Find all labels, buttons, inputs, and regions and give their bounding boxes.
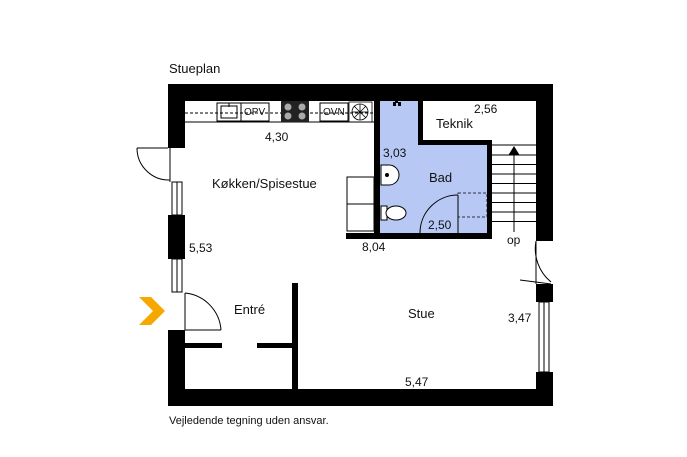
label-oven: OVN — [323, 107, 345, 118]
stairs-label: op — [507, 233, 521, 247]
room-label-living: Stue — [408, 306, 435, 321]
dim-technical-width: 2,56 — [474, 102, 498, 116]
stairs-arrow-icon — [508, 146, 520, 232]
dim-right-height: 3,47 — [508, 311, 532, 325]
room-label-bath: Bad — [429, 170, 453, 185]
dim-total-length: 8,04 — [362, 240, 386, 254]
kitchen-cabinet — [346, 176, 375, 232]
window-right — [538, 301, 550, 373]
plan-title: Stueplan — [169, 61, 221, 76]
room-label-kitchen: Køkken/Spisestue — [212, 176, 317, 191]
dim-bath-top: 3,03 — [383, 146, 407, 160]
interior-walls — [185, 101, 492, 389]
fan-icon — [348, 101, 373, 123]
dim-left-height: 5,53 — [189, 241, 213, 255]
sink-icon — [216, 102, 242, 122]
dishwasher-box — [240, 102, 270, 122]
window-left-upper — [171, 181, 183, 216]
room-label-entrance: Entré — [234, 302, 266, 317]
bathroom-floor — [379, 101, 490, 233]
stove-icon — [281, 101, 309, 122]
disclaimer: Vejledende tegning uden ansvar. — [169, 415, 329, 427]
dim-kitchen-width: 4,30 — [265, 130, 289, 144]
dim-bottom-width: 5,47 — [405, 375, 429, 389]
water-tap-icon — [393, 100, 401, 106]
room-label-technical: Teknik — [436, 116, 473, 131]
door-entrance — [184, 292, 222, 331]
shower-area — [457, 192, 488, 218]
oven-box — [319, 102, 349, 122]
entrance-arrow-icon — [139, 297, 165, 325]
toilet-icon — [380, 205, 407, 221]
door-kitchen-outside — [136, 147, 171, 182]
dim-bath-width: 2,50 — [428, 218, 452, 232]
label-dishwasher: OPV — [244, 107, 266, 118]
bath-sink-icon — [380, 164, 400, 186]
window-left-lower — [171, 258, 183, 293]
outer-walls — [168, 84, 553, 406]
door-right-outside — [519, 240, 552, 285]
